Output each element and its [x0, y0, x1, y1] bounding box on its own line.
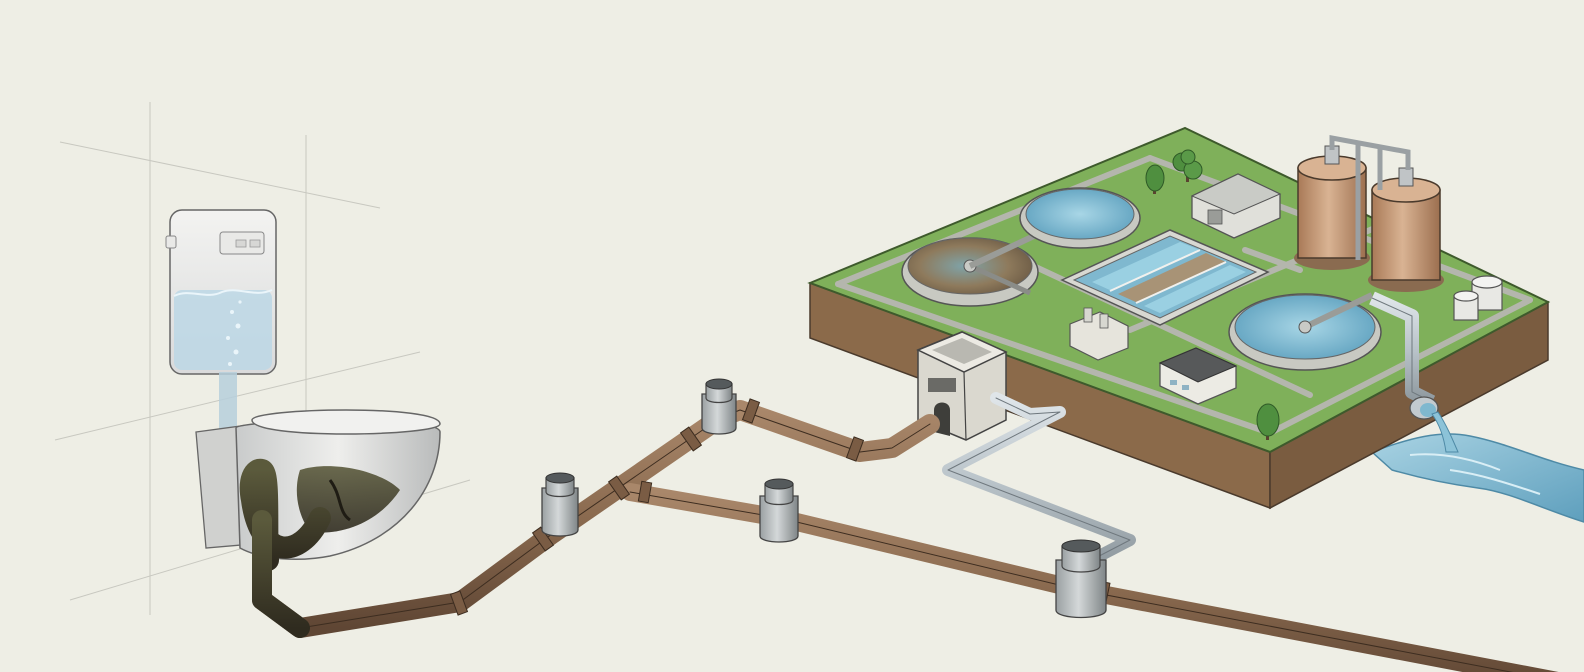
toilet-icon: [195, 409, 441, 571]
aeration-basin-icon: [1060, 229, 1270, 326]
storage-tank-icon: [1453, 275, 1503, 321]
cistern-icon: [165, 209, 277, 375]
building-icon: [1158, 347, 1238, 405]
tree-icon: [1172, 149, 1203, 182]
building-icon: [1190, 173, 1282, 239]
clarifier-tank-icon: [1228, 292, 1382, 371]
digester-tank-icon: [1294, 145, 1370, 270]
inlet-structure-icon: [916, 331, 1008, 441]
tree-icon: [1145, 164, 1165, 194]
manhole-icon: [701, 378, 737, 435]
gas-pipework: [1329, 134, 1411, 260]
treatment-plant-icon: [807, 126, 1551, 510]
manhole-icon: [759, 478, 799, 543]
tree-icon: [1256, 403, 1280, 440]
manhole-icon: [1055, 539, 1107, 619]
river-icon: [1370, 433, 1584, 523]
clarifier-tank-icon: [1019, 187, 1141, 249]
manhole-icon: [541, 472, 579, 537]
building-icon: [1069, 307, 1129, 361]
outfall-pipe-icon: [1369, 291, 1459, 453]
return-pipe: [942, 392, 1136, 572]
digester-tank-icon: [1368, 167, 1444, 292]
waste-downpipe: [252, 510, 310, 638]
